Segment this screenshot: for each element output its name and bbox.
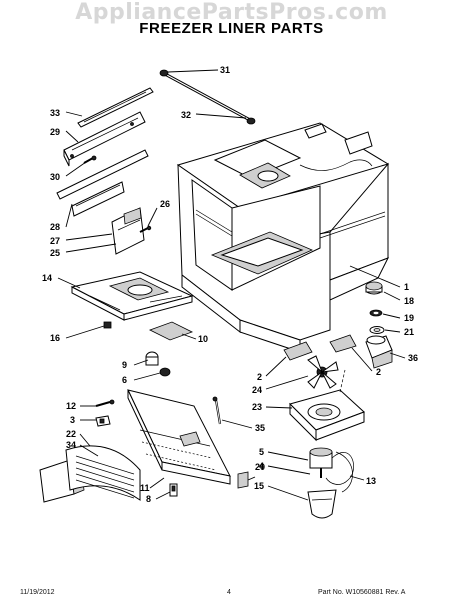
callout-36: 36 xyxy=(408,353,418,363)
part-freezer-liner-1 xyxy=(176,122,390,353)
callout-1: 1 xyxy=(404,282,409,292)
callout-11: 11 xyxy=(140,483,150,493)
callout-12: 12 xyxy=(66,401,76,411)
part-mount-15 xyxy=(307,489,337,519)
part-rail-33 xyxy=(77,87,154,128)
callout-35: 35 xyxy=(255,423,265,433)
part-sensor-35 xyxy=(212,396,222,425)
callout-8: 8 xyxy=(146,494,151,504)
part-fan-blade-24 xyxy=(307,355,339,389)
callout-30: 30 xyxy=(50,172,60,182)
footer-date: 11/19/2012 xyxy=(20,589,55,596)
part-fan-motor-5-4 xyxy=(309,447,354,485)
part-rod-31-32 xyxy=(159,69,256,125)
callout-2-right: 2 xyxy=(376,367,381,377)
part-panel-11 xyxy=(127,389,231,485)
footer-part-number: Part No. W10560881 Rev. A xyxy=(318,589,406,596)
callout-4: 4 xyxy=(259,461,264,471)
callout-33: 33 xyxy=(50,108,60,118)
callout-19: 19 xyxy=(404,313,414,323)
callout-16: 16 xyxy=(50,333,60,343)
part-grommet-21 xyxy=(369,326,385,334)
part-pad-10 xyxy=(148,321,194,341)
part-slide-29 xyxy=(63,111,146,167)
callout-32: 32 xyxy=(181,110,191,120)
grille-slats xyxy=(75,455,135,499)
callout-29: 29 xyxy=(50,127,60,137)
part-bracket-25-27 xyxy=(111,207,152,255)
footer-page-number: 4 xyxy=(227,589,231,596)
callout-28: 28 xyxy=(50,222,60,232)
part-fan-housing-23 xyxy=(289,369,365,442)
callout-20: 20 xyxy=(255,462,265,472)
callout-3: 3 xyxy=(70,415,75,425)
callout-13: 13 xyxy=(366,476,376,486)
callout-22: 22 xyxy=(66,429,76,439)
callout-6: 6 xyxy=(122,375,127,385)
callout-9: 9 xyxy=(122,360,127,370)
callout-labels: 31 32 33 29 30 26 28 27 25 14 1 18 19 21… xyxy=(42,65,418,504)
callout-5: 5 xyxy=(259,447,264,457)
page-title: FREEZER LINER PARTS xyxy=(139,20,324,37)
watermark: AppliancePartsPros.com xyxy=(75,0,388,25)
part-clip-16 xyxy=(103,321,112,329)
callout-15: 15 xyxy=(254,481,264,491)
part-strip-20 xyxy=(237,471,249,489)
leader-lines xyxy=(57,69,406,501)
part-wire-13 xyxy=(335,451,353,493)
part-damper-9-6 xyxy=(145,351,171,377)
part-cover-14 xyxy=(70,271,194,321)
callout-18: 18 xyxy=(404,296,414,306)
callout-26: 26 xyxy=(160,199,170,209)
callout-2-left: 2 xyxy=(257,372,262,382)
callout-24: 24 xyxy=(252,385,262,395)
part-clip-8 xyxy=(169,483,178,497)
part-duct-36 xyxy=(365,335,393,369)
part-clip-3 xyxy=(95,415,111,427)
callout-23: 23 xyxy=(252,402,262,412)
callout-21: 21 xyxy=(404,327,414,337)
callout-27: 27 xyxy=(50,236,60,246)
part-grille-22-34 xyxy=(39,445,141,503)
part-screw-12 xyxy=(95,399,115,407)
callout-34: 34 xyxy=(66,440,76,450)
callout-31: 31 xyxy=(220,65,230,75)
callout-25: 25 xyxy=(50,248,60,258)
part-gasket-2b xyxy=(329,334,357,353)
part-ring-19 xyxy=(369,309,383,317)
part-slide-28 xyxy=(56,149,149,217)
callout-10: 10 xyxy=(198,334,208,344)
part-gasket-2a xyxy=(283,341,313,361)
callout-14: 14 xyxy=(42,273,52,283)
part-cap-18 xyxy=(365,281,383,295)
